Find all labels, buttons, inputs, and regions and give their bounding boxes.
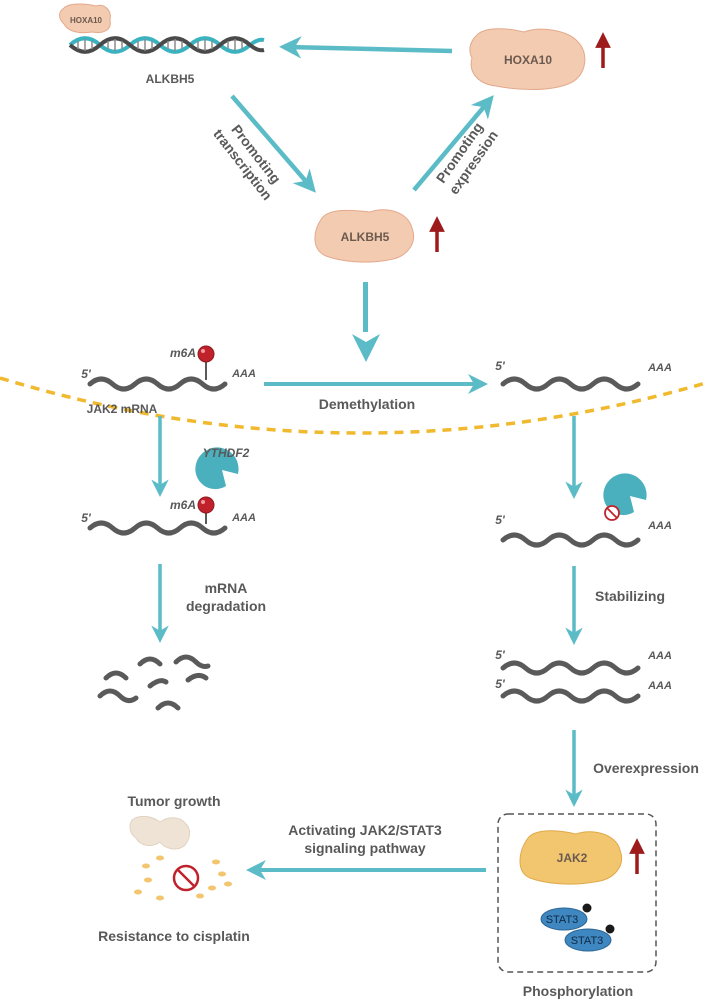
activating-line2: signaling pathway [304, 840, 426, 856]
ythdf2-label: YTHDF2 [203, 446, 250, 460]
mrna2-five-prime: 5' [495, 359, 506, 373]
arrow-gene-to-alkbh5 [230, 94, 316, 193]
mrna2-poly-a: AAA [647, 362, 672, 374]
mrna1-poly-a: AAA [231, 368, 256, 380]
no-effect-icon [172, 864, 200, 892]
ythdf2-reader [195, 447, 239, 490]
hoxa10-protein-label: HOXA10 [504, 53, 552, 67]
mrna4-poly-a: AAA [647, 520, 672, 532]
alkbh5-gene-label: ALKBH5 [146, 72, 195, 86]
m6a-mark [197, 345, 215, 363]
stabilizing-label: Stabilizing [595, 588, 665, 604]
jak2-mrna-stable-1 [503, 535, 638, 545]
activating-line1: Activating JAK2/STAT3 [288, 822, 442, 838]
jak2-mrna-stable-2 [503, 663, 638, 673]
mrna6-poly-a: AAA [647, 680, 672, 692]
jak2-mrna-bound [90, 496, 225, 533]
demethylation-label: Demethylation [319, 396, 415, 412]
mrna3-poly-a: AAA [231, 512, 256, 524]
mrna6-five-prime: 5' [495, 677, 506, 691]
phosphorylation-label: Phosphorylation [523, 983, 633, 999]
label-promoting-transcription: Promoting transcription [210, 121, 284, 203]
phosphorylation-box [497, 813, 657, 973]
tumor-cell-icon [129, 815, 191, 850]
stat3-b-label: STAT3 [571, 935, 604, 947]
resistance-label: Resistance to cisplatin [98, 928, 250, 944]
mrna-degradation-line2: degradation [186, 598, 266, 614]
m6a-mark-bound [197, 496, 215, 514]
mrna1-m6a-label: m6A [170, 346, 196, 360]
stat3-a-label: STAT3 [546, 914, 579, 926]
jak2-mrna-stable-3 [503, 691, 638, 701]
stat3-dimer: STAT3 STAT3 [540, 903, 615, 952]
mrna1-five-prime: 5' [81, 367, 92, 381]
jak2-mrna-demethylated [503, 379, 638, 389]
jak2-protein: JAK2 [519, 830, 622, 885]
overexpression-label: Overexpression [593, 760, 699, 776]
cisplatin-particles [134, 855, 232, 901]
jak2-protein-label: JAK2 [557, 851, 588, 865]
mrna3-m6a-label: m6A [170, 498, 196, 512]
alkbh5-protein-label: ALKBH5 [341, 230, 390, 244]
alkbh5-dna-helix [68, 36, 265, 54]
jak2-mrna-methylated [90, 345, 225, 389]
mrna5-five-prime: 5' [495, 648, 506, 662]
mrna5-poly-a: AAA [647, 650, 672, 662]
cell-membrane [0, 376, 709, 435]
degraded-mrna-fragments [97, 654, 211, 711]
hoxa10-small-label: HOXA10 [70, 16, 103, 25]
ythdf2-blocked [603, 473, 647, 521]
hoxa10-small-protein: HOXA10 [59, 3, 111, 34]
alkbh5-protein: ALKBH5 [314, 209, 414, 263]
mrna3-five-prime: 5' [81, 511, 92, 525]
tumor-growth-label: Tumor growth [127, 793, 220, 809]
jak2-mrna-label: JAK2 mRNA [87, 402, 158, 416]
arrow-hoxa10-to-gene [279, 36, 453, 59]
arrow-alkbh5-to-demethylation [352, 282, 380, 362]
hoxa10-protein: HOXA10 [469, 28, 586, 90]
arrow-alkbh5-to-hoxa10 [412, 95, 494, 192]
mrna4-five-prime: 5' [495, 513, 506, 527]
mrna-degradation-line1: mRNA [205, 580, 248, 596]
